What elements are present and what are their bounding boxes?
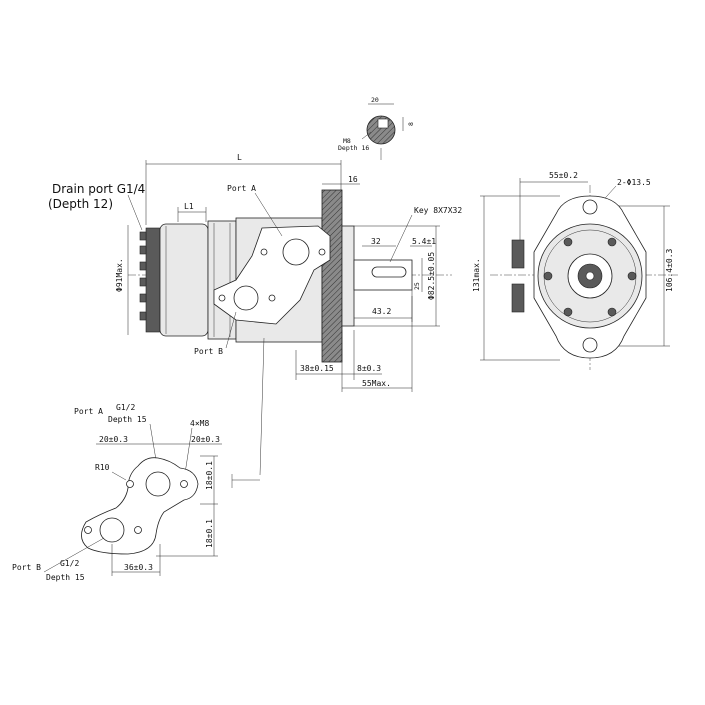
- mount-hole-top: [582, 199, 598, 215]
- detail-20-left-label: 20±0.3: [99, 435, 128, 444]
- shaft-diameter-label: 25: [413, 282, 421, 290]
- pilot-diameter-label: Φ82.5±0.05: [427, 252, 436, 300]
- detail-port-a-depth: Depth 15: [108, 415, 147, 424]
- key-offset-label: 5.4±1: [412, 237, 436, 246]
- port-a-hole: [282, 238, 310, 266]
- dim-38-label: 38±0.15: [300, 364, 334, 373]
- key-section-depth-label: 8: [407, 122, 415, 126]
- detail-36-label: 36±0.3: [124, 563, 153, 572]
- drain-port-label: Drain port G1/4: [52, 182, 145, 196]
- detail-bolts-label: 4×M8: [190, 419, 209, 428]
- detail-radius-label: R10: [95, 463, 110, 472]
- port-b-hole: [233, 285, 259, 311]
- port-a-label: Port A: [227, 184, 256, 193]
- flange-outline: [81, 457, 199, 555]
- port-b-label: Port B: [194, 347, 223, 356]
- detail-port-b-depth: Depth 15: [46, 573, 85, 582]
- flange-thickness-label: 16: [348, 175, 358, 184]
- key-label: Key 8X7X32: [414, 206, 462, 215]
- side-view: L 16 L1 Drain port G1/4 (Depth 12) Φ91Ma…: [48, 153, 462, 488]
- thread-depth-label: Depth 16: [338, 144, 369, 152]
- pilot-diameter: [341, 225, 355, 327]
- main-housing: [207, 220, 237, 340]
- detail-18-top-label: 18±0.1: [205, 461, 214, 490]
- detail-port-a-hole: [145, 471, 171, 497]
- detail-18-bottom-label: 18±0.1: [205, 519, 214, 548]
- port-flange-detail: Port A G1/2 Depth 15 4×M8 20±0.3 20±0.3 …: [12, 403, 222, 582]
- mounting-flange-section: [321, 189, 343, 363]
- diameter-91-label: Φ91Max.: [115, 258, 124, 292]
- hole-spacing-106-label: 106.4±0.3: [665, 248, 674, 292]
- detail-port-b-hole: [99, 517, 125, 543]
- detail-port-b-thread: G1/2: [60, 559, 79, 568]
- front-width-55-label: 55±0.2: [549, 171, 578, 180]
- shaft-key: [371, 266, 407, 278]
- detail-port-a-thread: G1/2: [116, 403, 135, 412]
- dim-8-label: 8±0.3: [357, 364, 381, 373]
- mount-hole-bottom: [582, 337, 598, 353]
- port-boss-b: [511, 283, 525, 313]
- gerotor-housing: [159, 223, 209, 337]
- length-L1-label: L1: [184, 202, 194, 211]
- port-boss-a: [511, 239, 525, 269]
- front-view: 55±0.2 2-Φ13.5 131max. 106.4±0.3: [472, 171, 678, 370]
- detail-port-b-label: Port B: [12, 563, 41, 572]
- key-length-label: 32: [371, 237, 381, 246]
- shaft-key-section: 20 8 M8 Depth 16: [338, 96, 415, 160]
- detail-port-a-label: Port A: [74, 407, 103, 416]
- height-131-label: 131max.: [472, 258, 481, 292]
- dim-55max-label: 55Max.: [362, 379, 391, 388]
- end-cap: [145, 227, 161, 333]
- shaft-length-label: 43.2: [372, 307, 391, 316]
- drain-depth-label: (Depth 12): [48, 197, 113, 211]
- detail-20-right-label: 20±0.3: [191, 435, 220, 444]
- mount-holes-label: 2-Φ13.5: [617, 178, 651, 187]
- length-L-label: L: [237, 153, 242, 162]
- thread-label: M8: [343, 137, 351, 145]
- key-section-width-label: 20: [371, 96, 379, 104]
